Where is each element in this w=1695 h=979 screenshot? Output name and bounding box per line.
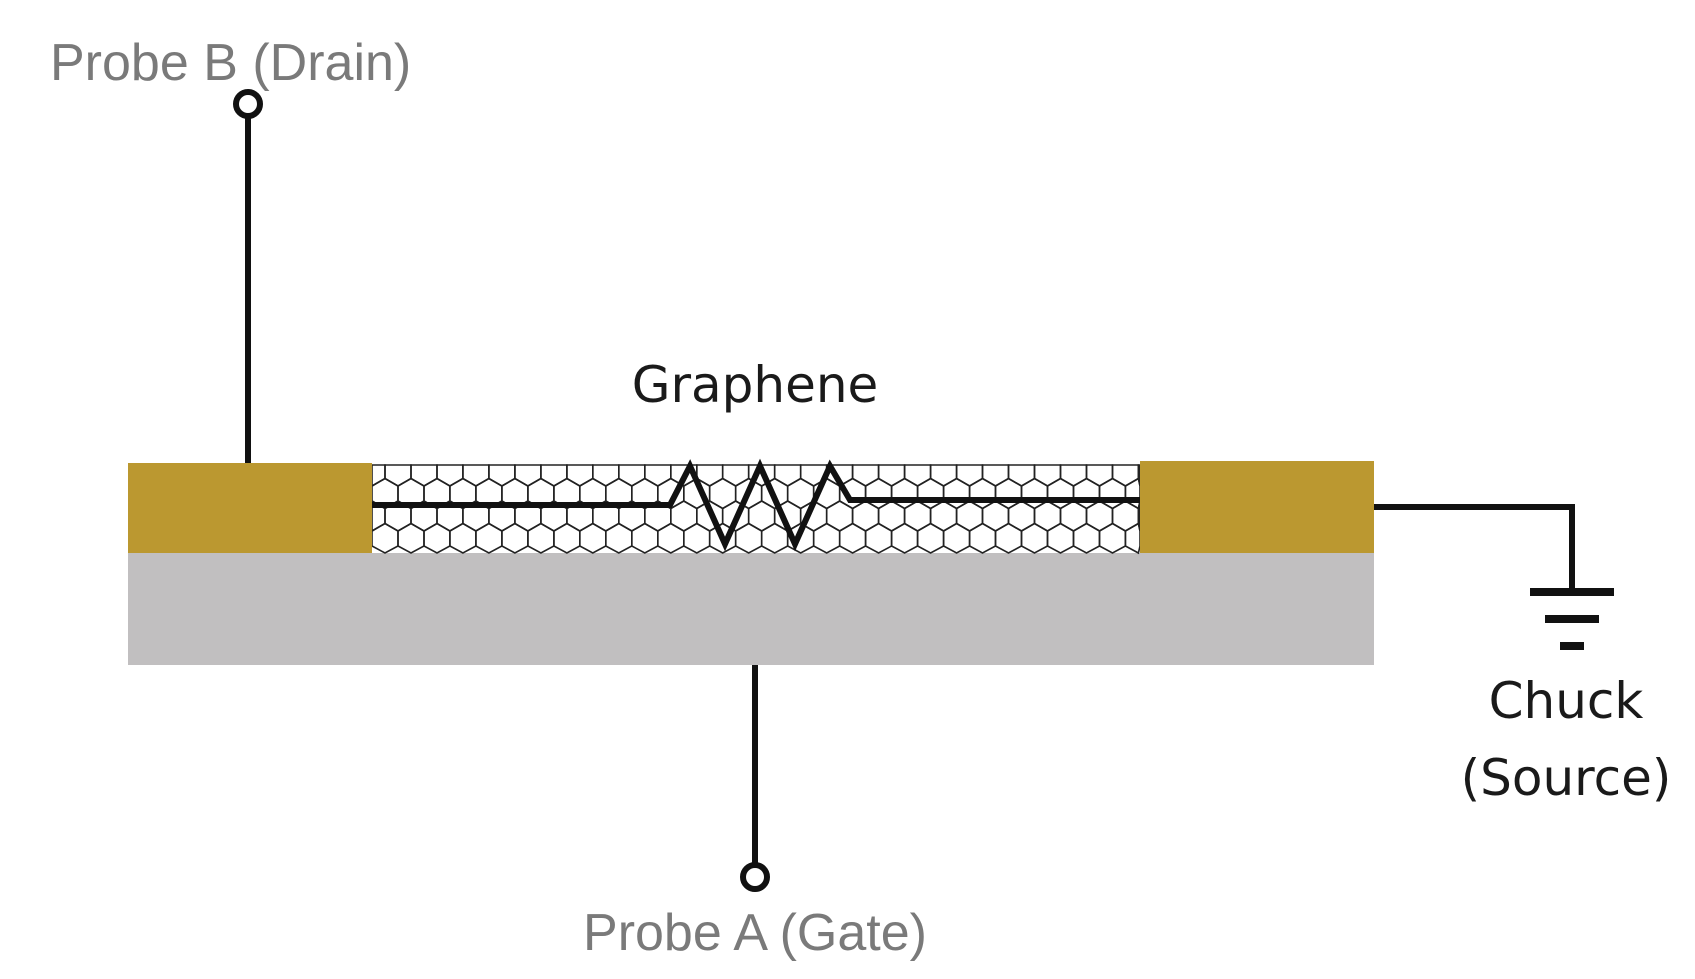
graphene-hexagon-cell xyxy=(488,464,516,487)
graphene-hexagon-cell xyxy=(812,522,841,554)
graphene-hexagon-cell xyxy=(1059,464,1088,487)
graphene-hexagon-cell xyxy=(578,522,607,554)
ground-wire xyxy=(1374,504,1575,592)
graphene-hexagon-cell xyxy=(916,522,945,554)
source-contact xyxy=(1140,461,1374,553)
graphene-hexagon-cell xyxy=(591,464,620,487)
probe-terminal-circle-icon xyxy=(740,862,770,892)
graphene-hexagon-cell xyxy=(773,464,802,487)
graphene-hexagon-cell xyxy=(423,522,451,554)
graphene-hexagon-cell xyxy=(955,464,984,487)
graphene-hexagon-cell xyxy=(1098,522,1127,554)
graphene-hexagon-cell xyxy=(656,522,685,554)
graphene-hexagon-cell xyxy=(553,522,581,554)
graphene-hexagon-cell xyxy=(864,522,893,554)
probe-b-lead xyxy=(233,89,263,463)
graphene-hexagon-cell xyxy=(540,464,568,487)
graphene-hexagon-cell xyxy=(1124,477,1141,510)
graphene-hexagon-cell xyxy=(617,464,646,487)
graphene-hexagon-cell xyxy=(721,464,750,487)
graphene-hexagon-cell xyxy=(527,522,555,554)
resistor-zigzag-icon xyxy=(372,458,1140,552)
probe-b-label: Probe B (Drain) xyxy=(50,34,411,92)
graphene-hexagon-cell xyxy=(643,464,672,487)
graphene-hexagon-cell xyxy=(942,522,971,554)
graphene-hexagon-cell xyxy=(604,522,633,554)
graphene-hexagon-cell xyxy=(1124,522,1141,555)
graphene-hexagon-cell xyxy=(436,464,464,487)
graphene-hexagon-cell xyxy=(1085,464,1114,487)
graphene-hexagon-cell xyxy=(1020,522,1049,554)
graphene-hexagon-cell xyxy=(1033,464,1062,487)
graphene-hexagon-cell xyxy=(397,522,425,554)
graphene-lattice xyxy=(371,464,1141,555)
graphene-hexagon-cell xyxy=(994,522,1023,554)
probe-a-lead xyxy=(740,665,770,892)
graphene-hexagon-cell xyxy=(1072,522,1101,554)
chuck-source-label: (Source) xyxy=(1461,749,1672,807)
graphene-hexagon-cell xyxy=(1007,464,1036,487)
probe-terminal-circle-icon xyxy=(233,89,263,119)
graphene-hexagon-cell xyxy=(903,464,932,487)
graphene-hexagon-cell xyxy=(501,522,529,554)
ground-icon xyxy=(1530,588,1614,650)
graphene-hexagon-cell xyxy=(371,522,399,554)
probe-a-label: Probe A (Gate) xyxy=(583,904,927,962)
graphene-hexagon-cell xyxy=(968,522,997,554)
substrate xyxy=(128,553,1374,665)
graphene-hexagon-cell xyxy=(877,464,906,487)
graphene-hexagon-cell xyxy=(410,464,438,487)
drain-contact xyxy=(128,463,372,553)
graphene-hexagon-cell xyxy=(449,522,477,554)
graphene-hexagon-cell xyxy=(566,464,594,487)
graphene-hexagon-cell xyxy=(851,464,880,487)
graphene-hexagon-cell xyxy=(1046,522,1075,554)
graphene-hexagon-cell xyxy=(682,522,711,554)
graphene-hexagon-cell xyxy=(760,522,789,554)
channel-wire xyxy=(372,458,1140,552)
graphene-hexagon-cell xyxy=(630,522,659,554)
graphene-hexagon-cell xyxy=(462,464,490,487)
chuck-label: Chuck xyxy=(1489,672,1644,730)
graphene-label: Graphene xyxy=(632,356,879,414)
graphene-hexagon-cell xyxy=(981,464,1010,487)
graphene-hexagon-cell xyxy=(514,464,542,487)
graphene-hexagon-cell xyxy=(1111,464,1140,487)
graphene-hexagon-cell xyxy=(475,522,503,554)
graphene-hexagon-cell xyxy=(838,522,867,554)
graphene-hexagon-cell xyxy=(384,464,412,487)
graphene-hexagon-cell xyxy=(734,522,763,554)
graphene-hexagon-cell xyxy=(890,522,919,554)
graphene-hexagon-cell xyxy=(929,464,958,487)
